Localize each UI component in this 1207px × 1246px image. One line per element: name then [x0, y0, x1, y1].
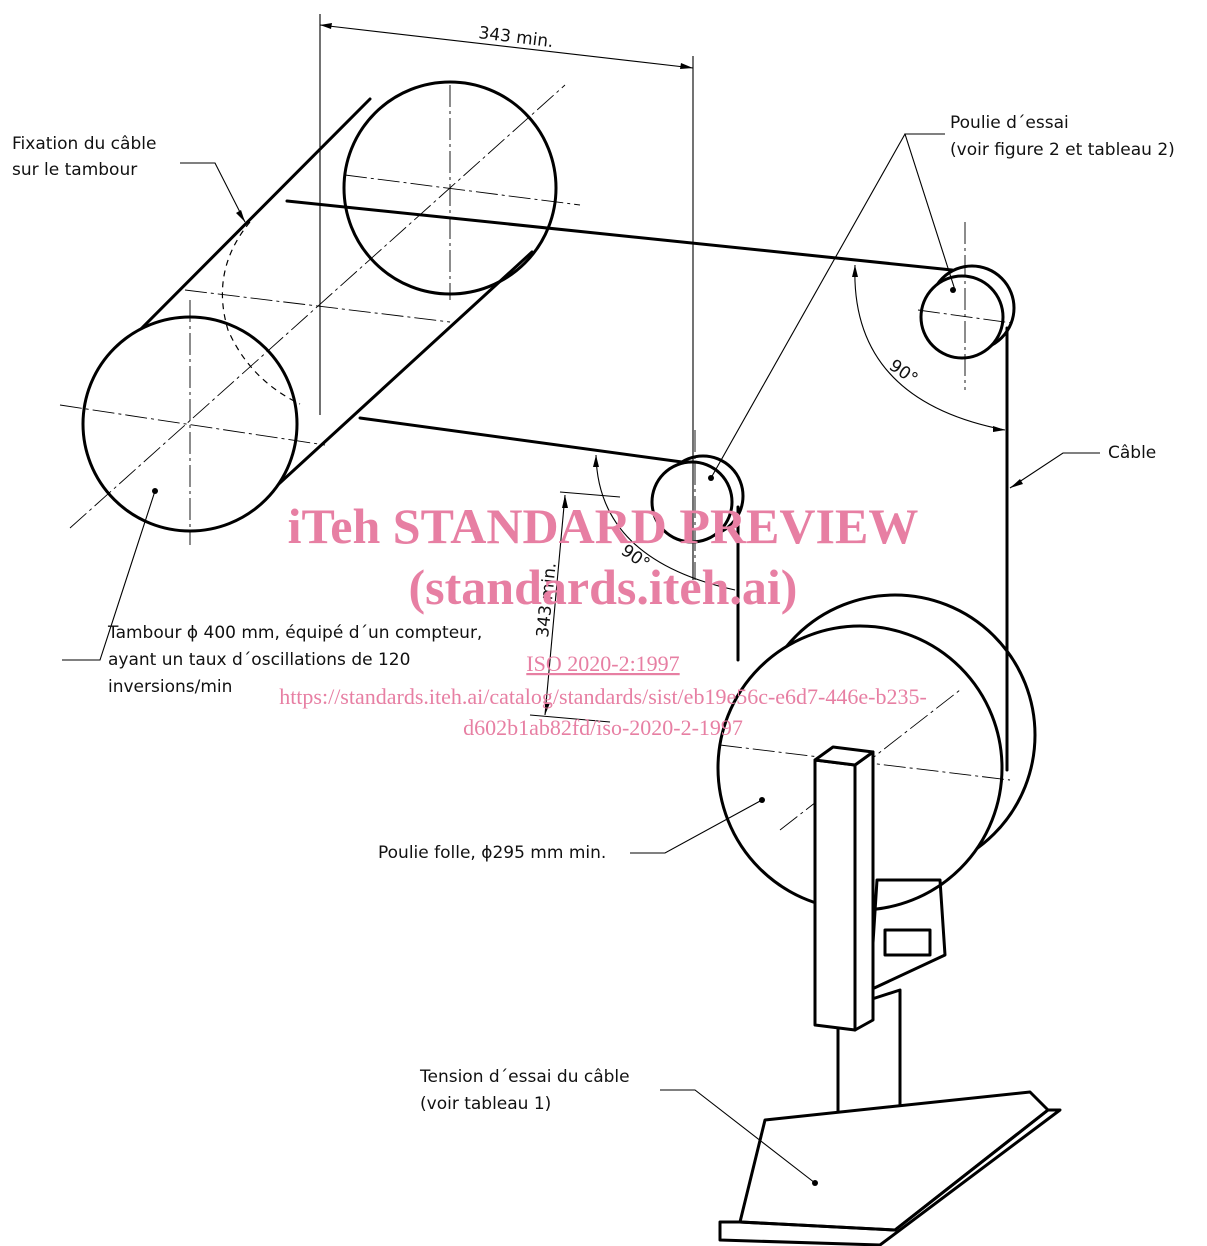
- watermark-url-line-1[interactable]: https://standards.iteh.ai/catalog/standa…: [279, 684, 927, 709]
- watermark-site: (standards.iteh.ai): [409, 559, 798, 615]
- test-pulley-bottom: [650, 430, 745, 580]
- label-cable: Câble: [1108, 443, 1156, 463]
- test-pulley-top: [917, 222, 1016, 390]
- cable-path: [285, 199, 1009, 772]
- leader-lines: [62, 133, 1100, 1184]
- label-test-pulley-2: (voir figure 2 et tableau 2): [950, 140, 1175, 160]
- label-cable-fixing-1: Fixation du câble: [12, 134, 156, 154]
- watermark-iso-code[interactable]: ISO 2020-2:1997: [526, 651, 679, 676]
- label-drum-3: inversions/min: [108, 677, 232, 697]
- label-test-pulley-1: Poulie d´essai: [950, 113, 1069, 133]
- watermark-title: iTeh STANDARD PREVIEW: [288, 498, 919, 554]
- label-idler-pulley: Poulie folle, ϕ295 mm min.: [378, 843, 606, 863]
- dimension-lines: [319, 14, 1006, 723]
- label-drum-1: Tambour ϕ 400 mm, équipé d´un compteur,: [107, 623, 482, 643]
- dimension-angle-right: 90°: [885, 356, 921, 390]
- label-tension-2: (voir tableau 1): [420, 1094, 551, 1114]
- drum: [59, 80, 581, 545]
- idler-pulley: [716, 593, 1037, 912]
- stand: [718, 745, 1062, 1246]
- label-cable-fixing-2: sur le tambour: [12, 160, 137, 180]
- watermark-url-line-2[interactable]: d602b1ab82fd/iso-2020-2-1997: [463, 715, 743, 740]
- label-drum-2: ayant un taux d´oscillations de 120: [108, 650, 410, 670]
- label-tension-1: Tension d´essai du câble: [419, 1067, 630, 1087]
- watermark: iTeh STANDARD PREVIEW (standards.iteh.ai…: [279, 498, 927, 740]
